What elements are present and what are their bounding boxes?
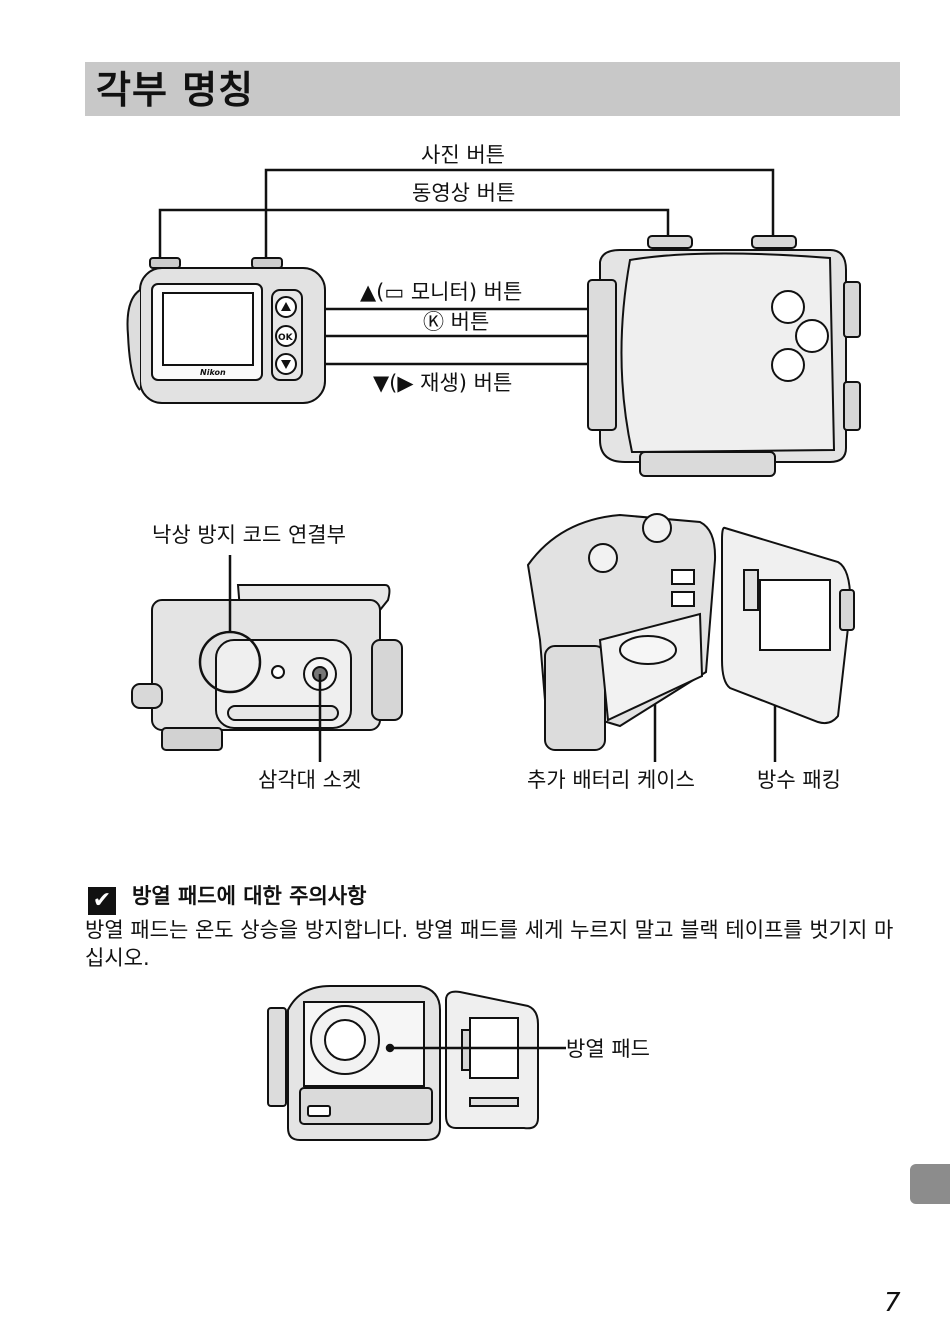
down-button-label: ▼(▶ 재생) 버튼 [373,371,513,395]
waterproof-packing-label: 방수 패킹 [757,768,841,792]
camera-bottom-illustration [131,584,403,751]
tripod-socket-label: 삼각대 소켓 [258,768,362,792]
battery-case-label: 추가 배터리 케이스 [527,768,695,792]
open-housing-illustration [526,513,855,751]
camera-back-illustration [126,257,326,404]
note-heading: ✔ 방열 패드에 대한 주의사항 [88,880,366,915]
up-button-label: ▲(▭ 모니터) 버튼 [360,280,523,304]
housing-back-illustration [587,235,861,477]
ok-glyph: OK [278,333,294,343]
check-icon: ✔ [88,887,116,915]
heat-pad-callout [385,1043,566,1053]
note-heading-text: 방열 패드에 대한 주의사항 [132,884,367,908]
heat-pad-label: 방열 패드 [566,1037,650,1061]
strap-eyelet-label: 낙상 방지 코드 연결부 [152,523,346,547]
ok-button-label: Ⓚ 버튼 [423,310,490,334]
movie-button-label: 동영상 버튼 [412,181,516,205]
camera-button-glyphs: OK Nikon [200,302,294,377]
photo-button-label: 사진 버튼 [421,143,505,167]
page-title: 각부 명칭 [96,68,255,112]
title-bar [85,62,900,116]
heat-pad-illustration [267,985,539,1141]
note-body: 방열 패드는 온도 상승을 방지합니다. 방열 패드를 세게 누르지 말고 블랙… [85,918,894,970]
section-tab-marker [910,1164,950,1204]
brand-logo: Nikon [200,368,226,377]
page-number: 7 [884,1288,901,1318]
